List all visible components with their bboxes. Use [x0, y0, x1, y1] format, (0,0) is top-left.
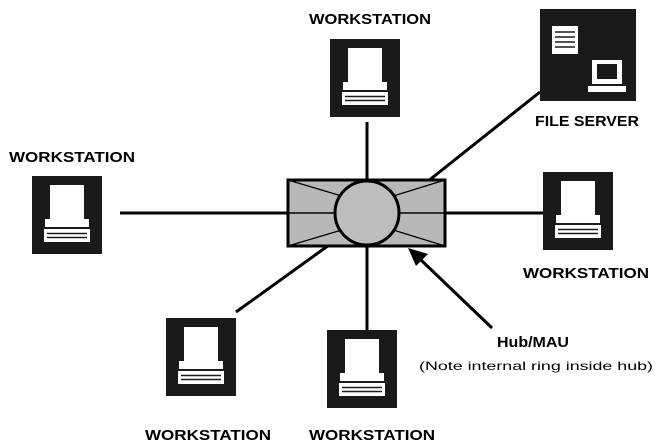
workstation-right-label: WORKSTATION: [523, 265, 649, 282]
workstation-right: WORKSTATION: [523, 171, 649, 282]
workstation-top: WORKSTATION: [309, 11, 431, 118]
workstation-bottom-left-label: WORKSTATION: [145, 427, 271, 444]
internal-ring: [333, 179, 401, 247]
workstation-bottom-left: WORKSTATION: [145, 317, 271, 444]
workstation-icon: [165, 317, 237, 397]
workstation-top-label: WORKSTATION: [309, 11, 431, 28]
workstation-left-label: WORKSTATION: [9, 149, 135, 166]
hub-label: Hub/MAU: [497, 334, 569, 351]
link-bottom-left-workstation: [235, 233, 344, 314]
workstation-icon: [326, 329, 398, 409]
workstation-left: WORKSTATION: [9, 149, 135, 255]
workstation-icon: [31, 175, 103, 255]
hub-mau: [286, 178, 447, 248]
workstation-bottom-mid: WORKSTATION: [309, 329, 435, 444]
workstation-icon: [329, 38, 401, 118]
workstation-icon: [542, 171, 614, 251]
hub-pointer-arrow: [408, 248, 494, 330]
workstation-bottom-mid-label: WORKSTATION: [309, 427, 435, 444]
file-server-icon: [540, 9, 636, 101]
hub-note: (Note internal ring inside hub): [419, 359, 653, 373]
file-server-label: FILE SERVER: [535, 113, 639, 130]
file-server: FILE SERVER: [535, 9, 639, 130]
